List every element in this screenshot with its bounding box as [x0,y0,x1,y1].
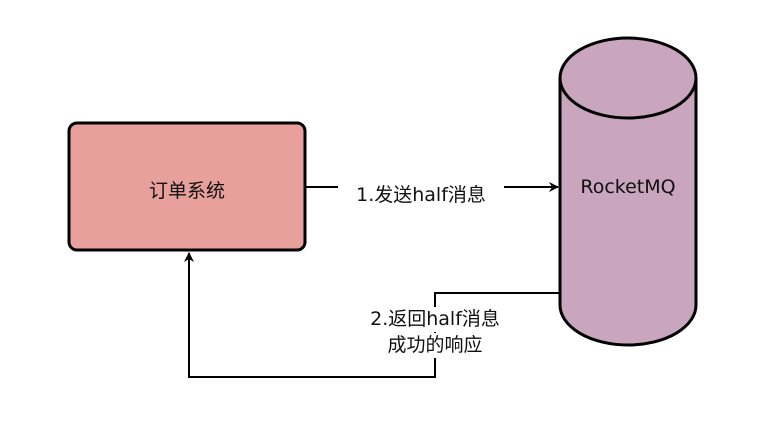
return-half-arrow [184,252,560,378]
send-half-label: 1.发送half消息 [338,183,504,208]
rocketmq-cylinder [558,36,698,347]
order-system-label: 订单系统 [148,180,225,202]
return-half-label-line1: 2.返回half消息 [348,307,522,332]
rocketmq-label: RocketMQ [580,176,676,198]
return-half-label-line2: 成功的响应 [348,333,522,358]
